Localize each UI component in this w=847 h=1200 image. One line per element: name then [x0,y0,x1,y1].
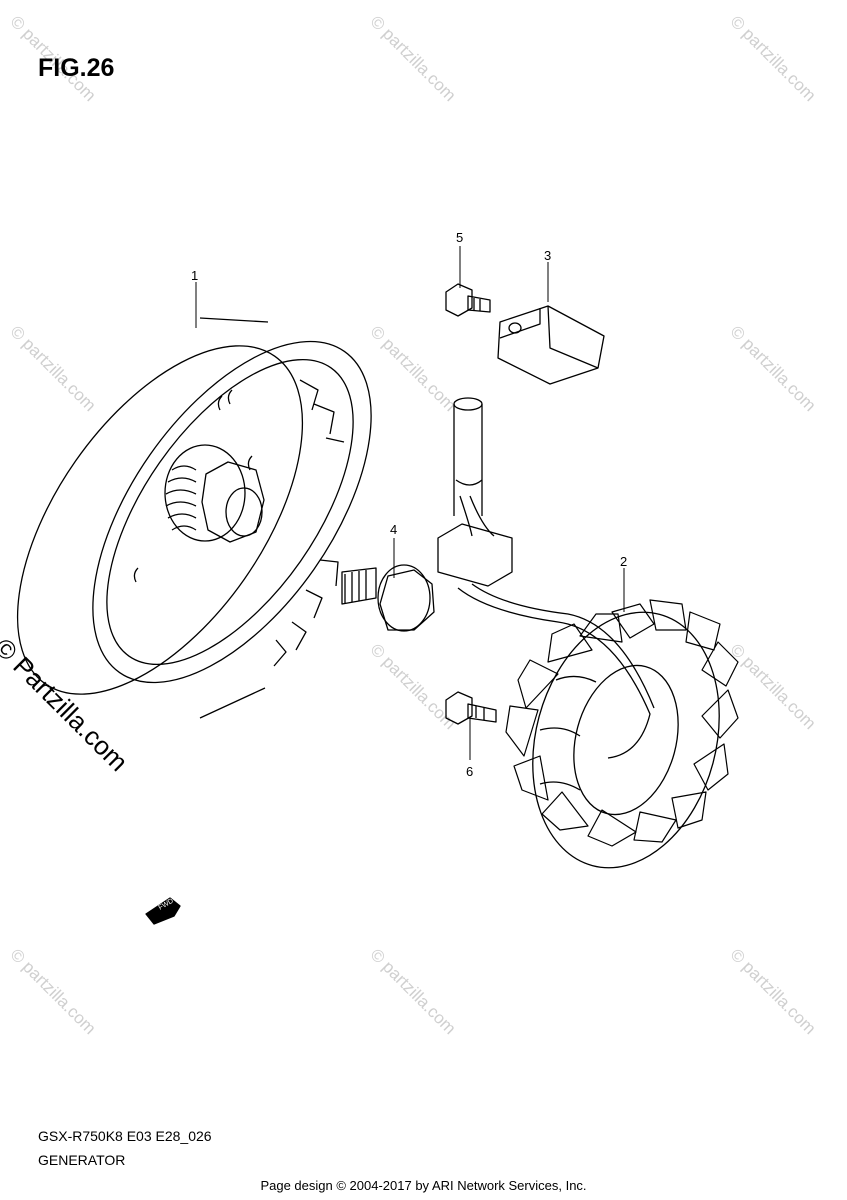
callout-4: 4 [390,522,397,537]
callout-5: 5 [456,230,463,245]
bolt-part-6[interactable] [445,691,497,725]
diagram-code: GSX-R750K8 E03 E28_026 [38,1128,212,1144]
callout-6: 6 [466,764,473,779]
bolt-part-4[interactable] [341,564,435,632]
page-credit: Page design © 2004-2017 by ARI Network S… [260,1178,587,1193]
callout-1: 1 [191,268,198,283]
stator-part-2[interactable] [437,397,747,889]
leader-lines [195,246,625,760]
callout-2: 2 [620,554,627,569]
callout-3: 3 [544,248,551,263]
fwd-arrow-icon [145,897,181,925]
wire-clamp-part-3[interactable] [497,305,605,385]
bolt-part-5[interactable] [445,283,491,317]
rotor-flywheel[interactable] [0,294,426,743]
figure-title: FIG.26 [38,54,115,82]
diagram-name: GENERATOR [38,1152,126,1168]
